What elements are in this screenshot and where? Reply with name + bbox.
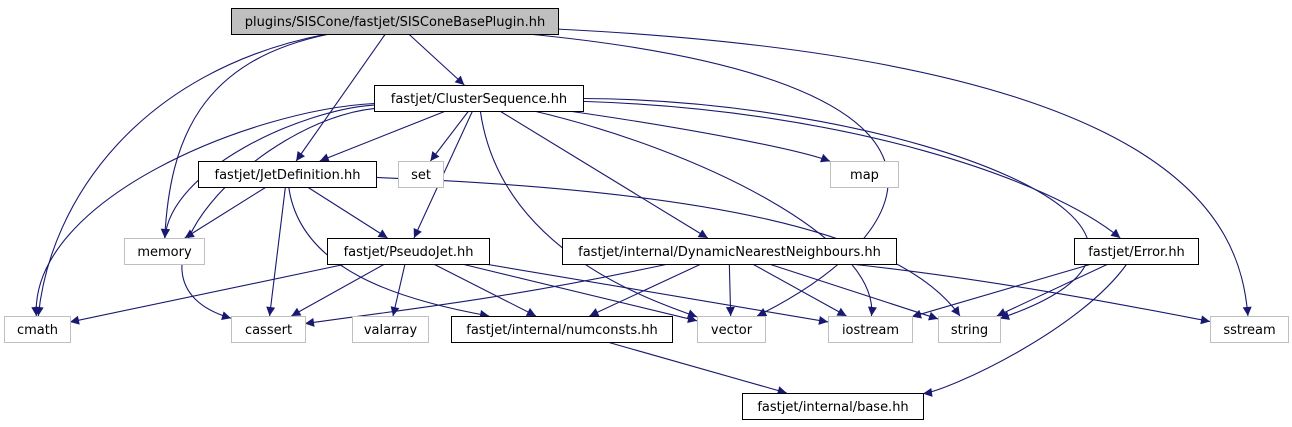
node-root-label: plugins/SISCone/fastjet/SISConeBasePlugi… <box>245 15 546 30</box>
node-valarray-label: valarray <box>364 323 418 338</box>
node-numconsts-label: fastjet/internal/numconsts.hh <box>466 323 658 338</box>
node-set-box <box>398 161 444 188</box>
edge-dnn-to-string <box>768 263 939 321</box>
node-base-box <box>742 393 924 420</box>
node-set: set <box>398 161 444 188</box>
node-sstream-label: sstream <box>1223 323 1275 338</box>
edge-root-to-cmath <box>34 33 328 317</box>
edge-cs-to-string <box>582 97 1090 320</box>
node-vector-label: vector <box>711 323 753 338</box>
edge-pj-to-cassert <box>291 263 385 317</box>
node-dnn-label: fastjet/internal/DynamicNearestNeighbour… <box>578 245 881 260</box>
edge-dnn-to-vector <box>725 263 735 317</box>
node-numconsts[interactable]: fastjet/internal/numconsts.hh <box>451 316 673 343</box>
edge-pj-to-iostream <box>484 263 829 325</box>
node-root-box <box>231 8 559 35</box>
node-map: map <box>830 161 899 188</box>
node-pj[interactable]: fastjet/PseudoJet.hh <box>327 238 490 265</box>
edge-err-to-iostream <box>911 263 1092 319</box>
node-cassert-box <box>231 316 306 343</box>
edge-dnn-to-numconsts <box>589 263 702 317</box>
node-memory-label: memory <box>137 245 192 260</box>
node-map-label: map <box>850 168 879 183</box>
node-base[interactable]: fastjet/internal/base.hh <box>742 393 924 420</box>
edge-dnn-to-cassert <box>304 263 669 327</box>
node-numconsts-box <box>451 316 673 343</box>
edge-jd-to-memory <box>184 186 267 239</box>
node-iostream-label: iostream <box>842 323 899 338</box>
edge-dnn-to-sstream <box>850 263 1211 325</box>
edge-err-to-base <box>922 263 1128 397</box>
edge-cs-to-err <box>582 100 1121 239</box>
node-cmath: cmath <box>4 316 71 343</box>
edge-root-to-cs <box>408 33 465 86</box>
edge-pj-to-numconsts <box>433 263 537 317</box>
edge-cs-to-dnn <box>499 110 709 239</box>
node-valarray-box <box>352 316 429 343</box>
node-jd-label: fastjet/JetDefinition.hh <box>215 168 361 183</box>
edge-jd-to-numconsts <box>288 186 490 319</box>
node-sstream-box <box>1210 316 1289 343</box>
edge-numconsts-to-base <box>607 341 787 395</box>
node-vector-box <box>697 316 766 343</box>
node-cs-box <box>374 85 584 112</box>
edge-pj-to-valarray <box>390 263 406 317</box>
node-cs[interactable]: fastjet/ClusterSequence.hh <box>374 85 584 112</box>
edge-pj-to-vector <box>461 263 698 324</box>
nodes-layer: plugins/SISCone/fastjet/SISConeBasePlugi… <box>4 8 1289 420</box>
node-pj-label: fastjet/PseudoJet.hh <box>344 245 474 260</box>
node-cs-label: fastjet/ClusterSequence.hh <box>391 92 567 107</box>
edge-cs-to-set <box>429 110 470 162</box>
node-err[interactable]: fastjet/Error.hh <box>1074 238 1199 265</box>
node-cassert-label: cassert <box>245 323 292 338</box>
node-set-label: set <box>411 168 431 183</box>
edge-jd-to-cassert <box>266 186 286 317</box>
node-pj-box <box>327 238 490 265</box>
node-sstream: sstream <box>1210 316 1289 343</box>
edge-pj-to-cmath <box>69 263 347 325</box>
edge-root-to-jd <box>295 33 386 162</box>
edge-cs-to-iostream <box>533 110 877 317</box>
node-dnn-box <box>562 238 897 265</box>
edge-cs-to-cassert <box>181 107 375 320</box>
edge-root-to-sstream <box>557 28 1252 317</box>
node-vector: vector <box>697 316 766 343</box>
edge-cs-to-cmath <box>31 102 375 317</box>
node-map-box <box>830 161 899 188</box>
node-cmath-label: cmath <box>17 323 58 338</box>
node-jd[interactable]: fastjet/JetDefinition.hh <box>198 161 377 188</box>
edge-cs-to-memory <box>161 104 375 239</box>
edge-jd-to-pj <box>307 186 388 239</box>
edge-err-to-string <box>996 263 1109 317</box>
node-string-label: string <box>951 323 988 338</box>
edge-root-to-memory <box>160 33 330 239</box>
node-memory: memory <box>124 238 205 265</box>
node-cmath-box <box>4 316 71 343</box>
node-cassert: cassert <box>231 316 306 343</box>
edge-jd-to-string <box>375 176 961 317</box>
node-memory-box <box>124 238 205 265</box>
node-jd-box <box>198 161 377 188</box>
edge-root-to-vector <box>527 33 889 317</box>
node-err-label: fastjet/Error.hh <box>1088 245 1185 260</box>
node-string: string <box>938 316 1001 343</box>
node-string-box <box>938 316 1001 343</box>
node-err-box <box>1074 238 1199 265</box>
node-dnn[interactable]: fastjet/internal/DynamicNearestNeighbour… <box>562 238 897 265</box>
node-root[interactable]: plugins/SISCone/fastjet/SISConeBasePlugi… <box>231 8 559 35</box>
edge-cs-to-jd <box>319 110 446 162</box>
node-base-label: fastjet/internal/base.hh <box>757 400 908 415</box>
edge-dnn-to-iostream <box>752 263 847 317</box>
node-valarray: valarray <box>352 316 429 343</box>
edge-cs-to-vector <box>479 110 698 319</box>
node-iostream-box <box>828 316 913 343</box>
node-iostream: iostream <box>828 316 913 343</box>
edge-cs-to-map <box>568 110 831 163</box>
